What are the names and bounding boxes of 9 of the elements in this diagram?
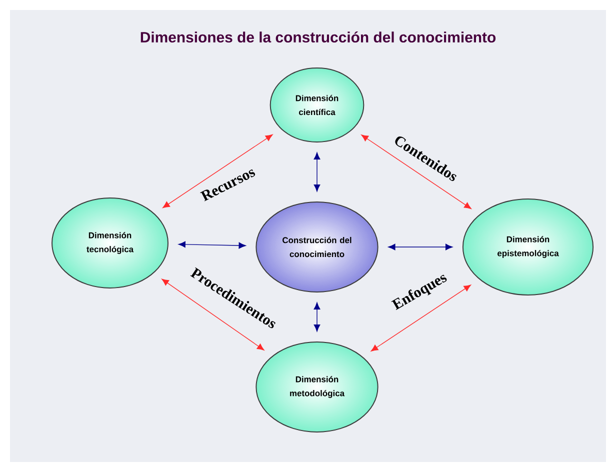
arrow	[162, 278, 264, 350]
arrow	[314, 152, 320, 192]
arrow	[162, 134, 273, 208]
arrow	[314, 302, 320, 332]
arrow	[361, 134, 472, 209]
arrow	[178, 241, 246, 249]
arrow	[370, 284, 472, 352]
title: Dimensiones de la construcción del conocimiento	[140, 31, 496, 43]
arrow	[388, 244, 453, 250]
